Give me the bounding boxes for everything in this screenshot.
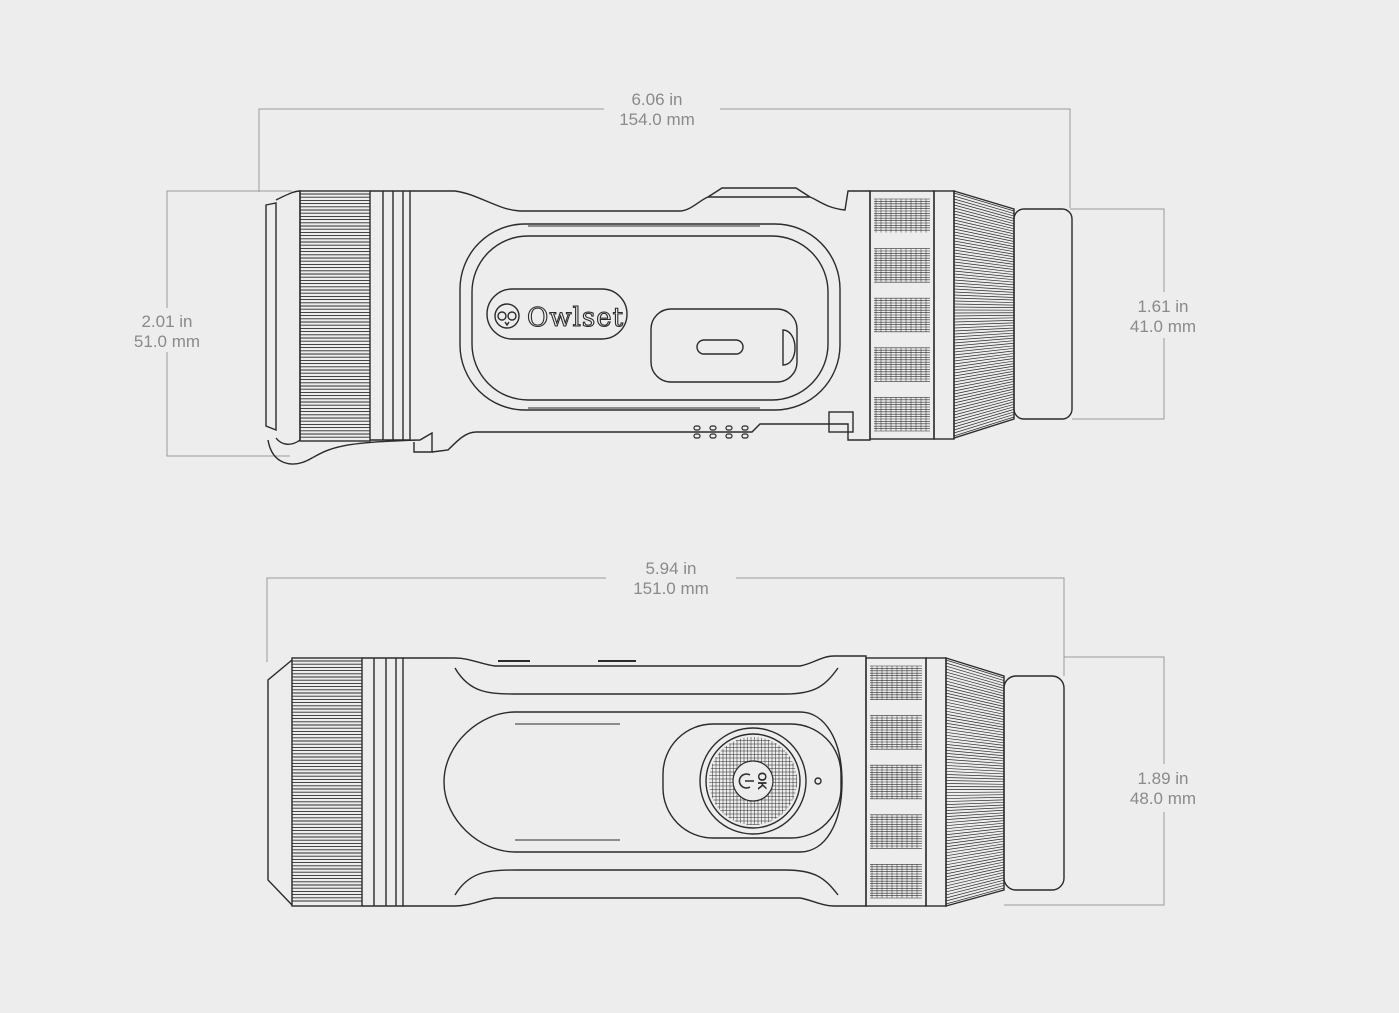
- side-height-dimension: 2.01 in 51.0 mm: [120, 312, 214, 352]
- diopter-ring: [953, 192, 1015, 437]
- side-length-metric: 154.0 mm: [619, 110, 695, 129]
- side-view: [265, 187, 1073, 465]
- side-height-metric: 51.0 mm: [133, 332, 201, 351]
- ok-label: OK: [755, 772, 769, 790]
- objective-focus-ring: [292, 660, 362, 902]
- side-eyepiece-imperial: 1.61 in: [1137, 297, 1189, 316]
- zoom-ring: [874, 198, 930, 432]
- side-length-dimension: 6.06 in 154.0 mm: [600, 90, 714, 130]
- speaker-vents: [693, 425, 749, 439]
- owl-face-icon: [494, 303, 520, 329]
- top-length-imperial: 5.94 in: [645, 559, 697, 578]
- side-eyepiece-metric: 41.0 mm: [1129, 317, 1197, 336]
- power-icon: [738, 773, 754, 789]
- top-eyepiece-imperial: 1.89 in: [1137, 769, 1189, 788]
- top-eyepiece-dimension: 1.89 in 48.0 mm: [1116, 769, 1210, 809]
- top-view: [267, 655, 1065, 907]
- diopter-ring: [945, 659, 1005, 905]
- top-eyepiece-metric: 48.0 mm: [1129, 789, 1197, 808]
- top-length-dimension: 5.94 in 151.0 mm: [614, 559, 728, 599]
- objective-focus-ring: [300, 193, 370, 438]
- side-length-imperial: 6.06 in: [631, 90, 683, 109]
- top-length-metric: 151.0 mm: [633, 579, 709, 598]
- ok-power-button[interactable]: OK: [732, 760, 774, 802]
- zoom-ring: [870, 665, 922, 899]
- brand-logo-text: Owlset: [527, 303, 624, 333]
- dimension-lines: [166, 108, 1165, 906]
- side-eyepiece-dimension: 1.61 in 41.0 mm: [1116, 297, 1210, 337]
- side-height-imperial: 2.01 in: [141, 312, 193, 331]
- indicator-led: [814, 777, 822, 785]
